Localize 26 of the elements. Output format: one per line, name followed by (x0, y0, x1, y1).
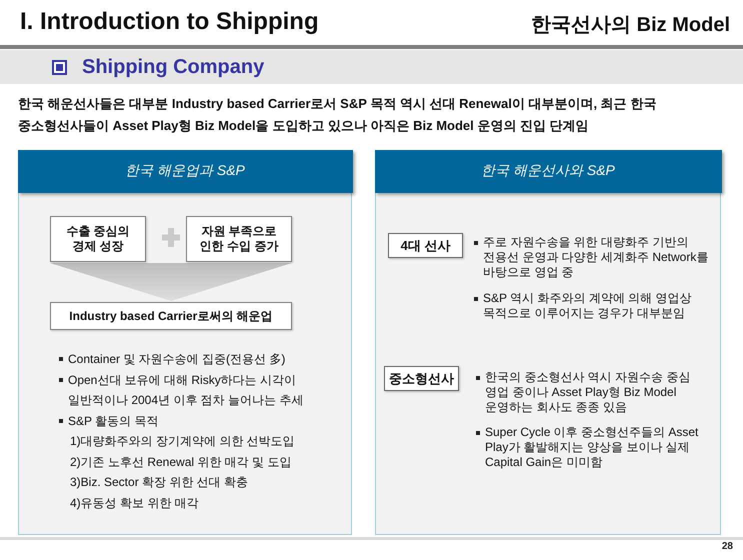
section-subtitle: 한국선사의 Biz Model (531, 13, 730, 38)
bullet-text: 3)Biz. Sector 확장 위한 선대 확충 (70, 474, 250, 491)
bullet-text: S&P 활동의 목적 (68, 412, 160, 430)
process-box: Industry based Carrier로써의 해운업 (50, 302, 292, 330)
bullet-text: 한국의 중소형선사 역시 자원수송 중심 영업 중이나 Asset Play형 Biz Model 운영하는 회사도 종종 있음 (485, 370, 692, 415)
page-title: I. Introduction to Shipping (20, 8, 319, 36)
process-box: 자원 부족으로 인한 수입 증가 (186, 216, 292, 262)
summary-text: 한국 해운선사들은 대부분 Industry based Carrier로서 S&P 목적 역시 선대 Renewal이 대부분이며, 최근 한국 중소형선사들이 Asset Play형 Biz Model을 도입하고 있으나 아직은 Biz Model 운영의 진입 단계임 (18, 95, 658, 135)
panel-header: 한국 해운업과 S&P (18, 150, 352, 192)
merge-arrow (50, 263, 292, 302)
category-box: 중소형선사 (384, 366, 459, 391)
section-heading: Shipping Company (82, 56, 264, 79)
content-panel (375, 150, 721, 535)
panel-header: 한국 해운선사와 S&P (374, 150, 722, 192)
bullet-text: 1)대량화주와의 장기계약에 의한 선박도입 (70, 433, 296, 450)
page-number: 28 (722, 541, 733, 552)
content-panel (18, 150, 352, 535)
bullet-text: Container 및 자원수송에 집중(전용선 多) (68, 351, 286, 368)
bullet-text: 4)유동성 확보 위한 매각 (70, 494, 200, 512)
process-box: 수출 중심의 경제 성장 (50, 216, 146, 262)
bullet-text: S&P 역시 화주와의 계약에 의해 영업상 목적으로 이루어지는 경우가 대부분임 (483, 291, 692, 321)
bullet-text: Super Cycle 이후 중소형선주들의 Asset Play가 활발해지는 양상을 보이나 실제 Capital Gain은 미미함 (485, 425, 700, 470)
bullet-text: Open선대 보유에 대해 Risky하다는 시각이 일반적이나 2004년 이후 점차 늘어나는 추세 (68, 372, 304, 409)
bullet-text: 2)기존 노후선 Renewal 위한 매각 및 도입 (70, 454, 292, 470)
category-box: 4대 선사 (388, 233, 463, 258)
bullet-text: 주로 자원수송을 위한 대량화주 기반의 전용선 운영과 다양한 세계화주 Network를 바탕으로 영업 중 (483, 235, 710, 280)
